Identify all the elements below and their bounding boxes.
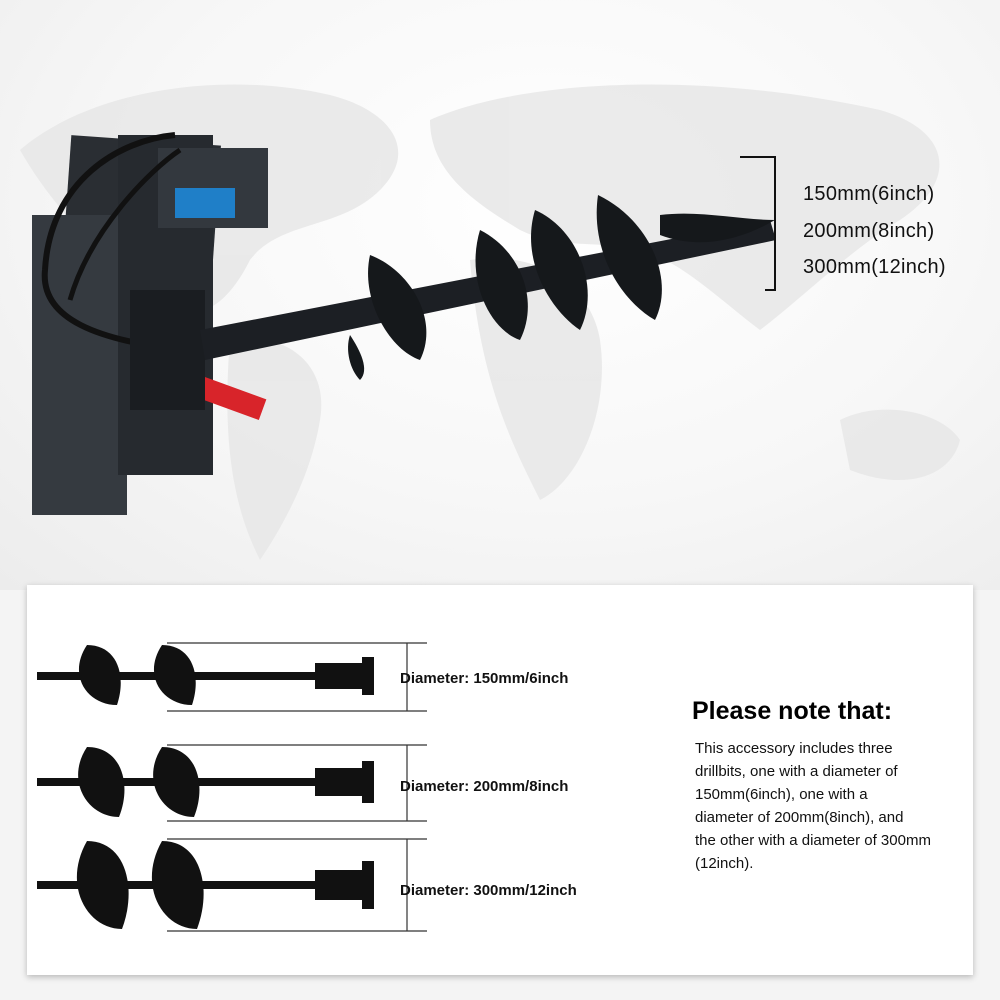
size-label-200mm: 200mm(8inch)	[803, 220, 935, 242]
diameter-label-150mm: Diameter: 150mm/6inch	[400, 670, 569, 687]
hydraulic-hose	[41, 132, 181, 353]
drillbit-info-panel: Diameter: 150mm/6inch Diameter: 200mm/8i…	[27, 585, 973, 975]
auger-flights	[348, 195, 775, 380]
drillbit-300mm	[37, 838, 427, 932]
hero-section: 150mm(6inch) 200mm(8inch) 300mm(12inch)	[0, 0, 1000, 590]
note-title: Please note that:	[692, 697, 893, 725]
size-bracket	[740, 156, 776, 291]
auger-attachment-image	[20, 84, 960, 560]
note-line: drillbits, one with a diameter of	[695, 763, 898, 780]
note-line: (12inch).	[695, 855, 754, 872]
drillbit-200mm	[37, 744, 427, 822]
size-label-300mm: 300mm(12inch)	[803, 256, 946, 278]
size-label-150mm: 150mm(6inch)	[803, 183, 935, 205]
diameter-label-300mm: Diameter: 300mm/12inch	[400, 882, 577, 899]
note-body: This accessory includes three drillbits,…	[695, 737, 970, 875]
drillbit-150mm	[37, 642, 427, 712]
note-line: This accessory includes three	[695, 740, 893, 757]
drillbit-comparison-image	[37, 642, 427, 932]
diameter-label-200mm: Diameter: 200mm/8inch	[400, 778, 569, 795]
note-line: 150mm(6inch), one with a	[695, 786, 868, 803]
blue-valve	[175, 188, 235, 218]
note-line: the other with a diameter of 300mm	[695, 832, 931, 849]
note-line: diameter of 200mm(8inch), and	[695, 809, 904, 826]
